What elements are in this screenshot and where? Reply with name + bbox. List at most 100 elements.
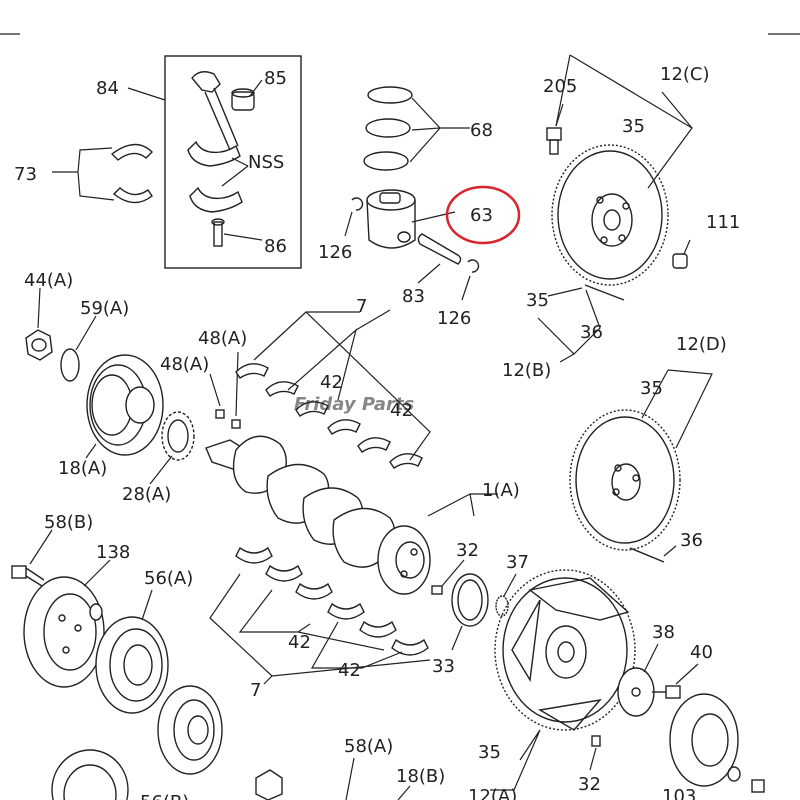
label-28a: 28(A) [122, 484, 171, 505]
leader-42-lower [238, 589, 385, 651]
label-35-top: 35 [622, 116, 645, 137]
label-44a: 44(A) [24, 270, 73, 291]
washer-lower-right [727, 766, 741, 782]
label-18a: 18(A) [58, 458, 107, 479]
label-205: 205 [543, 76, 577, 97]
leader-12d [641, 369, 713, 449]
label-36-top: 36 [580, 322, 603, 343]
label-42-upper-b: 42 [390, 400, 413, 421]
flywheel-12c [551, 144, 669, 286]
leader-7a [253, 311, 431, 461]
leader-73 [52, 147, 115, 201]
label-42-upper-a: 42 [320, 372, 343, 393]
key-48a-1 [215, 409, 225, 419]
label-37: 37 [506, 552, 529, 573]
label-12d: 12(D) [676, 334, 727, 355]
label-35-bottom: 35 [478, 742, 501, 763]
pin-32a [431, 585, 443, 595]
label-36-right: 36 [680, 530, 703, 551]
label-73: 73 [14, 164, 37, 185]
gear-28a [161, 411, 195, 461]
label-35-right: 35 [640, 378, 663, 399]
leader-44a [37, 287, 41, 329]
ring-37 [495, 595, 509, 617]
label-68: 68 [470, 120, 493, 141]
nut-lower-center [255, 769, 283, 800]
leader-58b [29, 529, 53, 565]
leader-12b [537, 287, 601, 363]
crankshaft [205, 435, 431, 595]
label-7-lower: 7 [250, 680, 261, 701]
main-bearings-upper [235, 363, 423, 469]
label-138: 138 [96, 542, 130, 563]
label-38: 38 [652, 622, 675, 643]
leader-37 [503, 573, 517, 597]
label-12c: 12(C) [660, 64, 710, 85]
label-85: 85 [264, 68, 287, 89]
label-59a: 59(A) [80, 298, 129, 319]
leader-126b [461, 275, 471, 301]
leader-138 [83, 559, 111, 587]
washer-59a [60, 348, 80, 382]
piston-pin-83 [417, 233, 462, 265]
pulley-103 [669, 693, 739, 787]
leader-12a [490, 729, 541, 791]
label-nss: NSS [248, 152, 284, 173]
label-35-mid: 35 [526, 290, 549, 311]
label-111: 111 [706, 212, 740, 233]
dowel-36a [584, 284, 625, 301]
leader-85 [249, 79, 263, 97]
leader-40 [675, 663, 699, 685]
label-12b: 12(B) [502, 360, 551, 381]
snap-ring-126b [467, 259, 480, 273]
leader-18b [397, 785, 411, 800]
bolt-lower-right [751, 779, 765, 793]
bolt-58b [11, 565, 45, 587]
pulley-56a [95, 616, 169, 714]
flywheel-12d [569, 409, 681, 551]
seal-33 [451, 573, 489, 627]
bearing-shell-73 [110, 143, 153, 204]
leader-86 [223, 233, 263, 241]
leader-32a [441, 559, 465, 587]
leader-68 [409, 97, 470, 163]
leader-83 [417, 263, 441, 284]
label-40: 40 [690, 642, 713, 663]
snap-ring-126a [351, 197, 364, 211]
label-48a-lower: 48(A) [160, 354, 209, 375]
label-84: 84 [96, 78, 119, 99]
label-18b: 18(B) [396, 766, 445, 787]
label-126-right: 126 [437, 308, 471, 329]
label-56b: 56(B) [140, 792, 189, 800]
label-1a: 1(A) [482, 480, 520, 501]
piston-rings-68 [363, 86, 413, 171]
leader-126a [344, 211, 353, 237]
label-7-upper: 7 [356, 296, 367, 317]
pulley-lower-left [157, 685, 223, 775]
leader-1a [427, 493, 498, 517]
label-86: 86 [264, 236, 287, 257]
label-58a: 58(A) [344, 736, 393, 757]
plate-38 [617, 667, 655, 717]
bolt-40 [652, 685, 681, 699]
leader-59a [75, 315, 97, 351]
label-63: 63 [470, 205, 493, 226]
highlight-circle [445, 185, 521, 245]
leader-38 [643, 643, 659, 673]
label-42-lower-b: 42 [338, 660, 361, 681]
label-12a: 12(A) [468, 786, 517, 800]
pulley-138 [23, 576, 105, 688]
pin-32b [591, 735, 601, 747]
label-48a-upper: 48(A) [198, 328, 247, 349]
leader-58a [345, 757, 355, 800]
label-83: 83 [402, 286, 425, 307]
flywheel-12a [494, 569, 636, 731]
label-56a: 56(A) [144, 568, 193, 589]
watermark: Friday Parts [294, 394, 415, 415]
leader-56a [141, 589, 153, 621]
leader-nss [221, 157, 249, 187]
bolt-205 [546, 127, 562, 155]
leader-42-upper [287, 309, 391, 401]
label-103: 103 [662, 786, 696, 800]
